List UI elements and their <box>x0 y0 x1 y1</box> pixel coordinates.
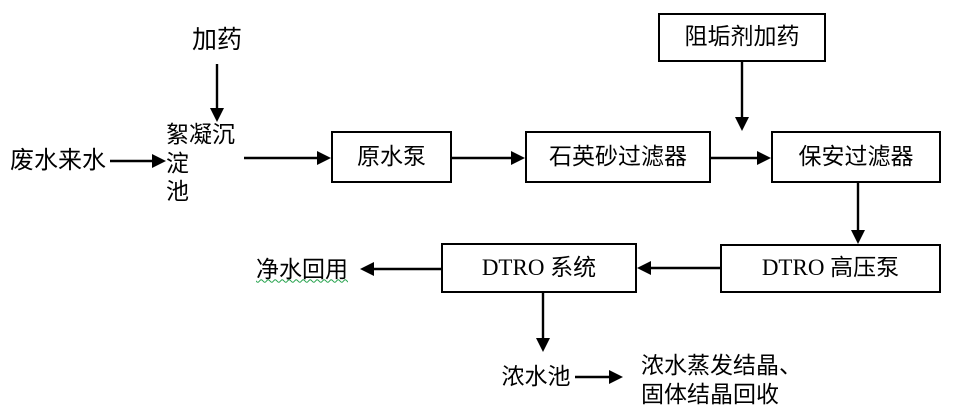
edge-scale-inhibitor-to-security-filter <box>735 62 749 131</box>
edge-coagulation-to-raw-water-pump <box>244 151 331 165</box>
edge-wastewater-to-coagulation <box>110 154 166 168</box>
node-security-filter-label: 保安过滤器 <box>798 143 914 169</box>
node-coagulation-sedimentation-tank-line2: 池 <box>166 179 189 205</box>
node-concentrate-tank-label: 浓水池 <box>501 363 571 389</box>
node-dtro-system[interactable]: DTRO 系统 <box>441 243 637 293</box>
node-evaporation-crystallization: 浓水蒸发结晶、 固体结晶回收 <box>641 350 831 412</box>
node-evaporation-crystallization-line2: 固体结晶回收 <box>641 382 779 407</box>
node-dosing-label: 加药 <box>191 27 242 55</box>
edge-quartz-filter-to-security-filter <box>711 151 771 165</box>
edge-concentrate-tank-to-evaporation <box>575 370 623 384</box>
node-wastewater-inflow-label: 废水来水 <box>10 148 106 174</box>
node-scale-inhibitor-dosing-label: 阻垢剂加药 <box>684 24 800 50</box>
node-dtro-high-pressure-pump-label: DTRO 高压泵 <box>761 255 900 281</box>
edge-dosing-to-coagulation <box>210 64 224 122</box>
node-dosing: 加药 <box>180 20 254 62</box>
edge-security-filter-to-high-pressure-pump <box>851 183 865 244</box>
node-purified-water-reuse-label: 净水回用 <box>256 256 348 282</box>
edge-dtro-system-to-purified-water-reuse <box>360 262 441 276</box>
edge-dtro-system-to-concentrate-tank <box>536 293 550 352</box>
node-raw-water-pump[interactable]: 原水泵 <box>331 131 452 183</box>
node-dtro-high-pressure-pump[interactable]: DTRO 高压泵 <box>720 244 941 293</box>
node-purified-water-reuse: 净水回用 <box>250 252 354 288</box>
node-evaporation-crystallization-line1: 浓水蒸发结晶、 <box>641 353 802 379</box>
node-quartz-sand-filter[interactable]: 石英砂过滤器 <box>525 131 711 183</box>
node-raw-water-pump-label: 原水泵 <box>357 143 426 169</box>
node-quartz-sand-filter-label: 石英砂过滤器 <box>549 143 687 169</box>
edge-high-pressure-pump-to-dtro-system <box>637 261 720 275</box>
node-wastewater-inflow: 废水来水 <box>6 141 110 181</box>
node-coagulation-sedimentation-tank: 絮凝沉淀 池 <box>166 122 246 205</box>
node-scale-inhibitor-dosing[interactable]: 阻垢剂加药 <box>658 13 826 62</box>
node-dtro-system-label: DTRO 系统 <box>481 254 597 280</box>
edge-raw-water-pump-to-quartz-filter <box>452 151 525 165</box>
node-coagulation-sedimentation-tank-line1: 絮凝沉淀 <box>166 121 235 176</box>
node-concentrate-tank: 浓水池 <box>500 360 572 394</box>
node-security-filter[interactable]: 保安过滤器 <box>771 131 941 183</box>
